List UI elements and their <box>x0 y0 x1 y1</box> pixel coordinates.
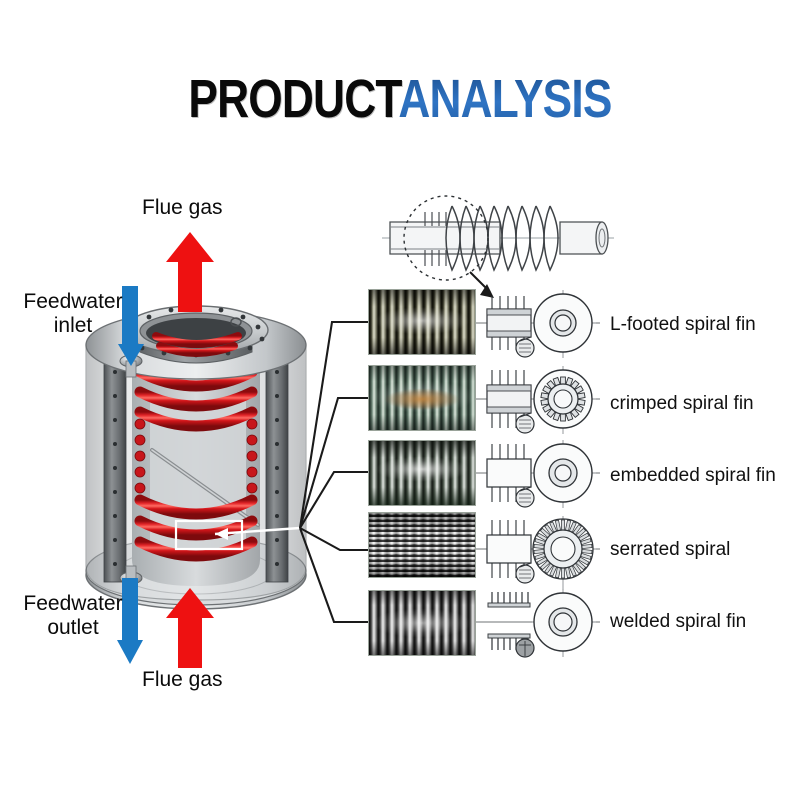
fin-schematic-serrated <box>476 516 600 590</box>
thumbnail-crimped[interactable] <box>368 365 476 431</box>
coil-detail-highlight <box>174 519 301 551</box>
label-feedwater-outlet: Feedwater outlet <box>23 592 123 639</box>
coil-tube-bundle <box>134 366 258 562</box>
fin-label-embedded: embedded spiral fin <box>610 465 776 486</box>
page-title: PRODUCTANALYSIS <box>72 72 728 126</box>
label-flue-gas-top: Flue gas <box>142 196 223 219</box>
arrow-flue-gas-bottom <box>166 588 214 668</box>
thumbnail-welded[interactable] <box>368 590 476 656</box>
arrow-flue-gas-top <box>166 232 214 312</box>
label-flue-gas-bottom: Flue gas <box>142 668 223 691</box>
connector-lines <box>298 320 368 624</box>
vessel-side-rails <box>103 351 289 583</box>
page-title-analysis: ANALYSIS <box>398 69 612 129</box>
thumbnail-embedded[interactable] <box>368 440 476 506</box>
thumbnail-l-footed[interactable] <box>368 289 476 355</box>
fin-schematic-l-footed <box>476 290 600 358</box>
fin-schematic-embedded <box>476 440 600 508</box>
fin-label-crimped: crimped spiral fin <box>610 393 754 414</box>
fin-schematic-welded <box>476 589 600 658</box>
thumbnail-serrated[interactable] <box>368 512 476 578</box>
fin-label-welded: welded spiral fin <box>610 611 747 632</box>
arrow-feedwater-outlet <box>117 578 143 664</box>
page-title-product: PRODUCT <box>188 69 399 129</box>
fin-schematic-crimped <box>476 366 600 434</box>
fin-label-serrated: serrated spiral <box>610 539 731 560</box>
arrow-feedwater-inlet <box>118 286 144 366</box>
vessel-top-deck <box>85 305 307 380</box>
fin-label-l-footed: L-footed spiral fin <box>610 314 756 335</box>
finned-tube-line-drawing <box>382 195 614 298</box>
label-feedwater-inlet: Feedwater inlet <box>23 290 123 337</box>
